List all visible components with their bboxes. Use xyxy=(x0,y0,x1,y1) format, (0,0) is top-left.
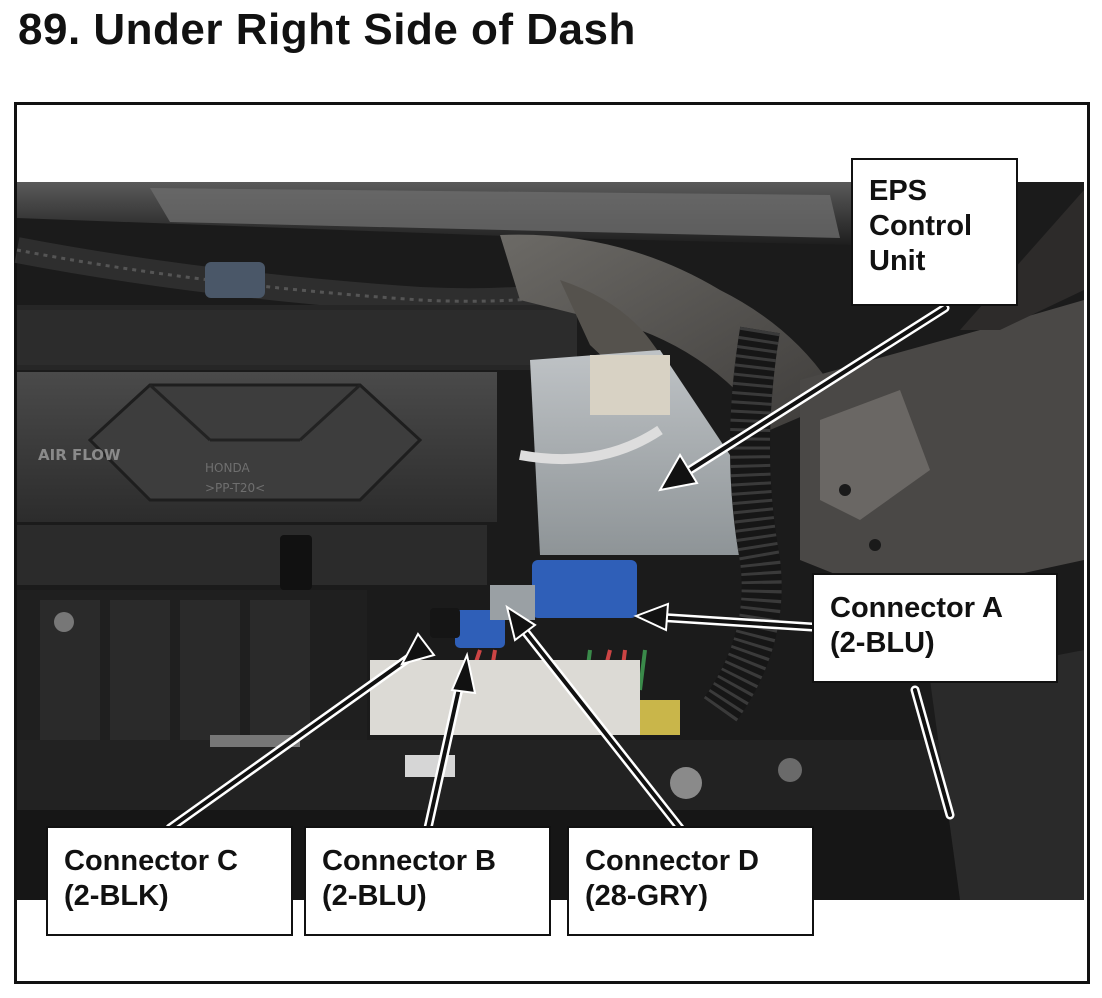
callout-connector-d-name: Connector D xyxy=(585,845,759,877)
connector-a-housing xyxy=(532,560,637,618)
callout-eps-control-unit: EPS Control Unit xyxy=(851,158,1018,306)
filter-mark-2: >PP-T20< xyxy=(205,481,265,495)
connector-d-arrowhead xyxy=(505,604,537,642)
callout-connector-b-spec: (2-BLU) xyxy=(322,880,427,912)
page-title: 89. Under Right Side of Dash xyxy=(18,5,636,54)
callout-eps-line-2: Control xyxy=(869,210,973,242)
callout-connector-a-name: Connector A xyxy=(830,592,1003,624)
callout-connector-c: Connector C (2-BLK) xyxy=(46,826,293,936)
connector-b-arrow-line xyxy=(426,673,464,830)
callout-eps-line-3: Unit xyxy=(869,245,926,277)
connector-c-arrowhead xyxy=(400,632,436,666)
filter-mark-1: HONDA xyxy=(205,461,250,475)
callout-connector-a-spec: (2-BLU) xyxy=(830,627,935,659)
callout-connector-a: Connector A (2-BLU) xyxy=(812,573,1058,683)
connector-a-arrow-line xyxy=(653,615,814,629)
eps-arrow-line xyxy=(688,306,947,472)
callout-connector-b-name: Connector B xyxy=(322,845,496,877)
right-bracket xyxy=(800,300,1084,600)
callout-connector-b: Connector B (2-BLU) xyxy=(304,826,551,936)
connector-b-arrowhead xyxy=(450,651,477,695)
callout-connector-c-spec: (2-BLK) xyxy=(64,880,169,912)
connector-c-arrow-line xyxy=(168,648,422,830)
callout-connector-d-spec: (28-GRY) xyxy=(585,880,708,912)
connector-a-secondary-line xyxy=(913,688,952,817)
eps-arrowhead xyxy=(658,453,699,492)
connector-d-arrow-line xyxy=(518,623,682,830)
callout-connector-c-name: Connector C xyxy=(64,845,238,877)
callout-connector-d: Connector D (28-GRY) xyxy=(567,826,814,936)
eps-control-unit-body xyxy=(530,350,740,555)
connector-a-arrowhead xyxy=(633,602,670,632)
callout-eps-line-1: EPS xyxy=(869,175,928,207)
air-flow-label: AIR FLOW xyxy=(38,446,121,464)
connector-c-housing xyxy=(430,608,460,638)
